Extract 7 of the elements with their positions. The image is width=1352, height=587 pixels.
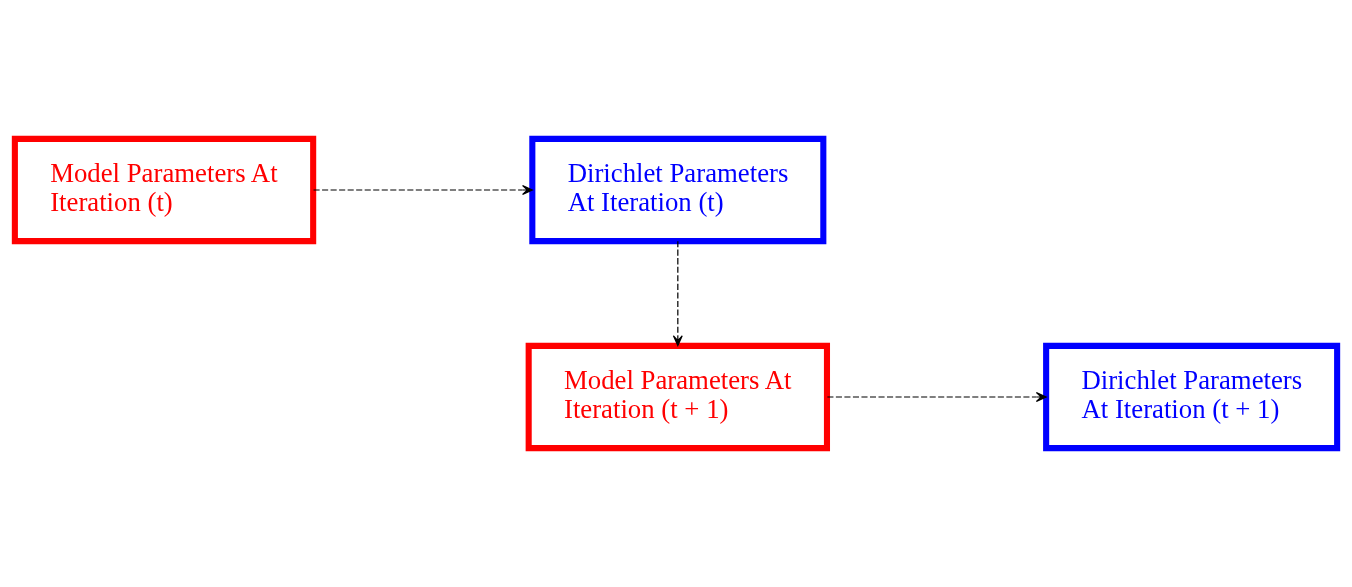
node-box: Dirichlet Parameters At Iteration (t + 1) — [1043, 342, 1341, 452]
arrow — [826, 392, 1047, 402]
node-box: Dirichlet Parameters At Iteration (t) — [529, 135, 827, 245]
node-box: Model Parameters At Iteration (t + 1) — [525, 342, 831, 452]
node-box: Model Parameters At Iteration (t) — [11, 135, 317, 245]
arrow — [312, 185, 533, 195]
arrow — [672, 240, 683, 347]
